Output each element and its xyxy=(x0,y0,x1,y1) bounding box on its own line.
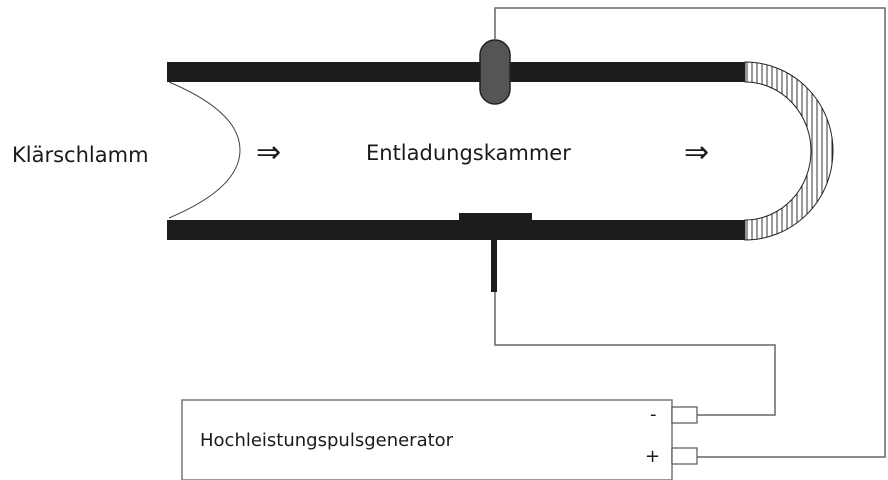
flow-arrow-left: ⇒ xyxy=(256,135,281,170)
pulse-generator-box xyxy=(181,399,673,480)
label-generator: Hochleistungspulsgenerator xyxy=(200,430,454,451)
bottom-electrode-plate xyxy=(459,213,532,221)
minus-terminal xyxy=(671,406,698,424)
inlet-meniscus xyxy=(168,81,241,219)
tube-top-wall xyxy=(167,62,745,82)
top-electrode xyxy=(479,39,511,105)
label-sludge: Klärschlamm xyxy=(12,143,149,167)
label-chamber: Entladungskammer xyxy=(366,141,571,165)
wire-bottom-to-minus xyxy=(494,292,776,416)
label-minus: - xyxy=(650,404,657,425)
wire-top-to-plus xyxy=(494,7,886,458)
bottom-electrode-rod xyxy=(491,240,497,292)
label-plus: + xyxy=(645,446,660,467)
plus-terminal xyxy=(671,447,698,465)
flow-arrow-right: ⇒ xyxy=(684,135,709,170)
hatched-end-cap xyxy=(744,61,834,241)
tube-bottom-wall xyxy=(167,220,745,240)
